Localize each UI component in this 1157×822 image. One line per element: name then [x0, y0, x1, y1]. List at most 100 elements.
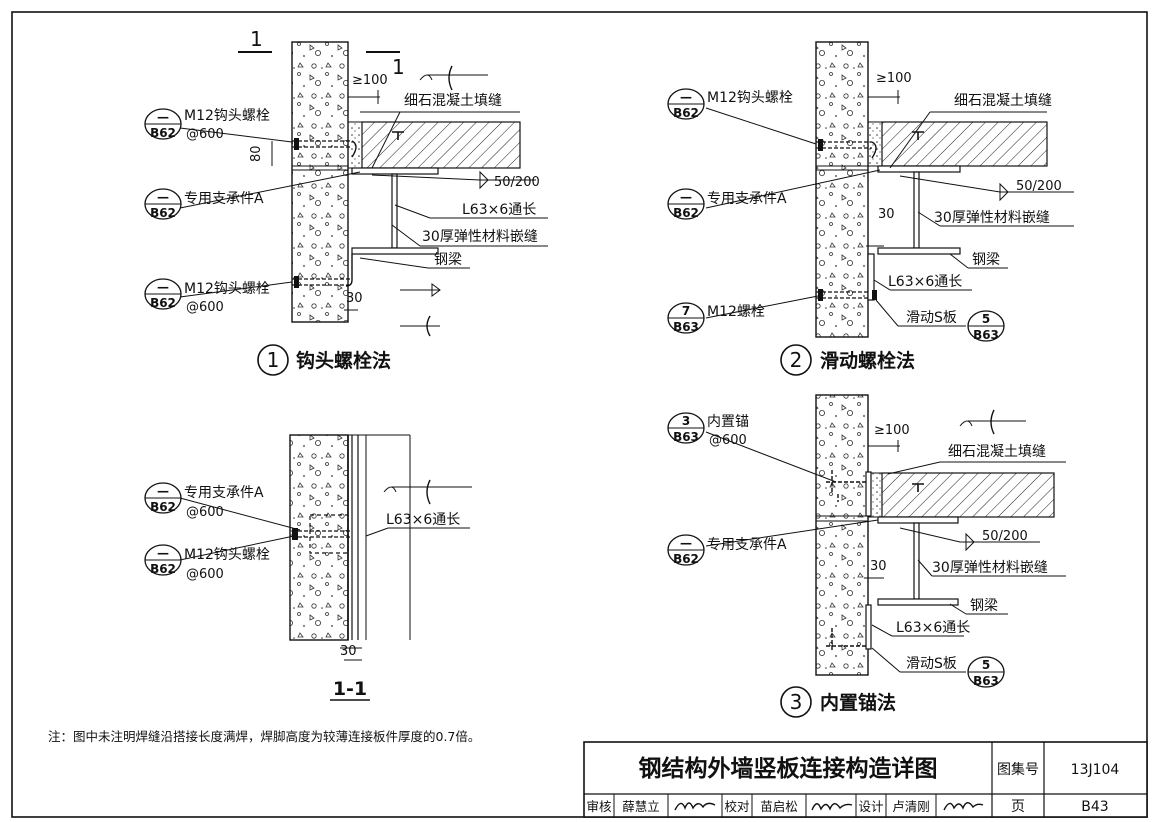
ref-top: — [157, 110, 169, 124]
ref-bottom: B62 [673, 106, 699, 120]
ref-bottom: B63 [973, 328, 999, 342]
detail-3-caption: 3 内置锚法 [780, 686, 896, 718]
concrete-slab [881, 472, 1055, 518]
ref-bottom: B62 [150, 562, 176, 576]
detail-number: 1 [267, 348, 280, 372]
label-hook-bolt: M12钩头螺栓 [707, 90, 793, 106]
label-weld: 50/200 [982, 529, 1028, 544]
detail-2-labels: M12钩头螺栓 专用支承件A M12螺栓 细石混凝土填缝 50/200 30厚弹… [707, 71, 1062, 326]
label-concrete-fill: 细石混凝土填缝 [954, 93, 1052, 109]
review-label: 审核 [586, 799, 612, 814]
ref-bottom: B62 [150, 500, 176, 514]
label-steel-beam: 钢梁 [434, 252, 462, 268]
detail-1-drawing [179, 41, 548, 337]
detail-caption: 内置锚法 [820, 691, 896, 714]
detail-number: 3 [790, 690, 803, 714]
label-spacing: @600 [186, 127, 224, 142]
ref-top: 7 [682, 304, 690, 318]
detail-1-refs: — B62 — B62 — B62 [144, 108, 182, 310]
ref-bottom: B62 [673, 552, 699, 566]
page-label: 页 [1011, 799, 1025, 815]
label-spacing: @600 [186, 300, 224, 315]
ref-bottom: B62 [673, 206, 699, 220]
label-hook-bolt: M12钩头螺栓 [184, 547, 270, 563]
label-m12-bolt: M12螺栓 [707, 304, 765, 320]
label-support-a: 专用支承件A [707, 191, 787, 207]
dim-100: ≥100 [876, 71, 912, 86]
detail-1-labels: M12钩头螺栓 @600 专用支承件A M12钩头螺栓 @600 细石混凝土填缝… [184, 27, 540, 315]
ref-top: 5 [982, 312, 990, 326]
label-steel-beam: 钢梁 [970, 598, 998, 614]
section-1-1-labels: 专用支承件A @600 M12钩头螺栓 @600 L63×6通长 30 1-1 [184, 485, 460, 700]
concrete-slab [881, 121, 1048, 167]
atlas-number: 13J104 [1071, 762, 1120, 778]
section-caption: 1-1 [333, 678, 367, 700]
concrete-slab [361, 121, 521, 169]
label-angle: L63×6通长 [896, 620, 970, 636]
drawing-note: 注：图中未注明焊缝沿搭接长度满焊，焊脚高度为较薄连接板件厚度的0.7倍。 [48, 729, 480, 744]
detail-3-labels: 内置锚 @600 专用支承件A 细石混凝土填缝 50/200 30厚弹性材料嵌缝… [707, 414, 1048, 672]
ref-top: — [157, 484, 169, 498]
design-label: 设计 [858, 799, 883, 814]
page-number: B43 [1081, 799, 1108, 815]
review-signature [674, 802, 716, 811]
ref-bottom: B63 [673, 430, 699, 444]
dim-100: ≥100 [352, 73, 388, 88]
label-weld: 50/200 [494, 175, 540, 190]
ref-top: — [680, 536, 692, 550]
label-hook-bolt: M12钩头螺栓 [184, 108, 270, 124]
detail-2-drawing [705, 41, 1074, 338]
section-mark: 1 [250, 27, 263, 51]
ref-top: — [680, 190, 692, 204]
label-spacing: @600 [709, 433, 747, 448]
wall-panel [291, 41, 349, 323]
label-angle: L63×6通长 [462, 202, 536, 218]
ref-bottom: B63 [973, 674, 999, 688]
atlas-label: 图集号 [997, 761, 1039, 778]
detail-2-caption: 2 滑动螺栓法 [780, 344, 915, 376]
ref-top: — [680, 90, 692, 104]
detail-3-drawing [705, 394, 1066, 676]
label-support-a: 专用支承件A [184, 191, 264, 207]
label-support-a: 专用支承件A [707, 537, 787, 553]
drawing-title: 钢结构外墙竖板连接构造详图 [639, 755, 938, 782]
check-name: 苗启松 [760, 799, 798, 814]
label-elastic-joint: 30厚弹性材料嵌缝 [932, 560, 1048, 576]
design-name: 卢清刚 [892, 799, 930, 814]
dim-30: 30 [340, 644, 357, 659]
detail-number: 2 [790, 348, 803, 372]
label-slide-plate: 滑动S板 [906, 309, 957, 326]
ref-bottom: B62 [150, 126, 176, 140]
ref-bottom: B62 [150, 296, 176, 310]
ref-top: — [157, 190, 169, 204]
label-spacing: @600 [186, 505, 224, 520]
ref-bottom: B62 [150, 206, 176, 220]
ref-top: 5 [982, 658, 990, 672]
section-1-1-refs: — B62 — B62 [144, 482, 182, 576]
ref-top: — [157, 280, 169, 294]
label-spacing: @600 [186, 567, 224, 582]
dim-30: 30 [870, 559, 887, 574]
review-name: 薛慧立 [622, 799, 660, 814]
label-steel-beam: 钢梁 [972, 252, 1000, 268]
ref-top: — [157, 546, 169, 560]
section-mark: 1 [392, 55, 405, 79]
label-concrete-fill: 细石混凝土填缝 [948, 444, 1046, 460]
design-signature [943, 802, 984, 811]
wall-panel [815, 41, 869, 338]
dim-100: ≥100 [874, 423, 910, 438]
label-hook-bolt: M12钩头螺栓 [184, 281, 270, 297]
label-angle: L63×6通长 [386, 512, 460, 528]
dim-80: 80 [249, 145, 264, 162]
detail-2-refs: — B62 — B62 7 B63 5 B63 [667, 88, 1005, 342]
label-weld: 50/200 [1016, 179, 1062, 194]
label-elastic-joint: 30厚弹性材料嵌缝 [422, 229, 538, 245]
label-elastic-joint: 30厚弹性材料嵌缝 [934, 210, 1050, 226]
label-angle: L63×6通长 [888, 274, 962, 290]
check-label: 校对 [724, 799, 749, 814]
check-signature [811, 803, 853, 811]
section-1-1-drawing [179, 434, 472, 701]
sheet-border [11, 11, 1148, 818]
detail-caption: 钩头螺栓法 [296, 349, 391, 372]
